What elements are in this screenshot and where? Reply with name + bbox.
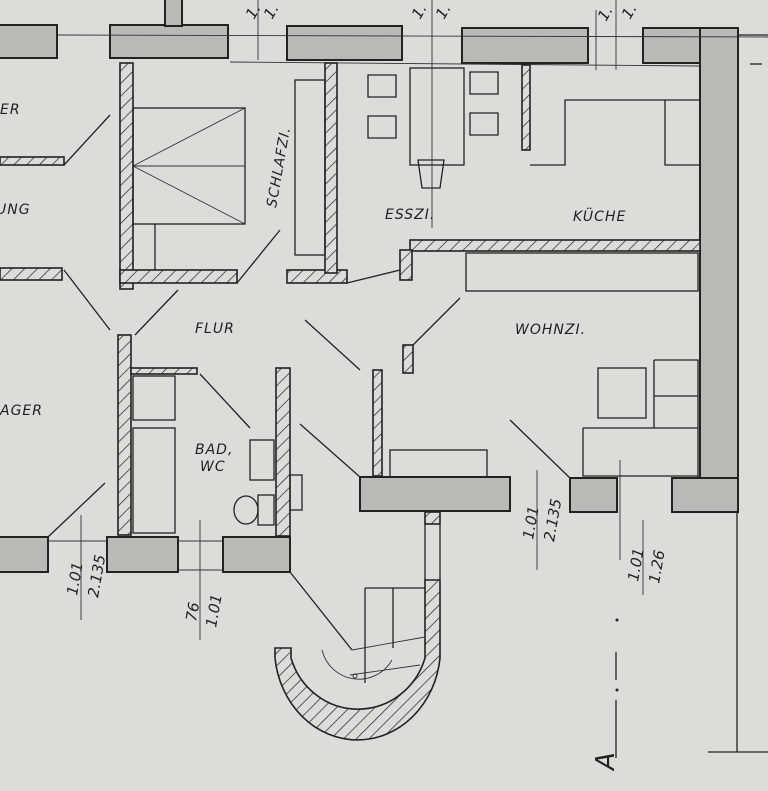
spiral-stair [274, 511, 441, 741]
room-label-dining: ESSZI. [385, 207, 435, 223]
room-label-partial: ER [0, 102, 21, 118]
interior-walls [0, 62, 701, 537]
outer-wall-bottom [0, 476, 768, 753]
room-label-storage: AGER [0, 403, 43, 419]
room-label-kitchen: KÜCHE [573, 207, 626, 225]
dimension-bottom: 1.01 [202, 593, 226, 629]
dimension-top-partial: 1. [594, 3, 617, 24]
room-label-hall: FLUR [195, 321, 235, 337]
dimension-top: 1.01 [519, 505, 543, 541]
room-label-partial: UNG [0, 202, 31, 218]
dimension-bottom: 2.135 [540, 497, 565, 542]
dimension-top-partial: 1. [432, 1, 455, 22]
dimension-top: 1.01 [624, 547, 648, 583]
room-label-living: WOHNZI. [515, 322, 586, 338]
dimension-top-partial: 1. [260, 1, 283, 22]
dimension-top-partial: 1. [618, 1, 641, 22]
dimension-lines [80, 0, 644, 758]
furniture [47, 67, 700, 538]
dimension-bottom: 2.135 [84, 553, 109, 598]
section-marker: A [591, 752, 621, 772]
room-label-bedroom: SCHLAFZI. [264, 125, 294, 208]
dimension-bottom: 1.26 [645, 549, 669, 585]
outer-wall-top [0, 0, 768, 513]
room-label-wc: WC [200, 459, 226, 475]
dimension-top: 76 [182, 601, 203, 623]
dimension-top-partial: 1. [408, 1, 431, 22]
room-label-bath: BAD, [195, 442, 233, 458]
dimension-top: 1.01 [63, 561, 87, 597]
